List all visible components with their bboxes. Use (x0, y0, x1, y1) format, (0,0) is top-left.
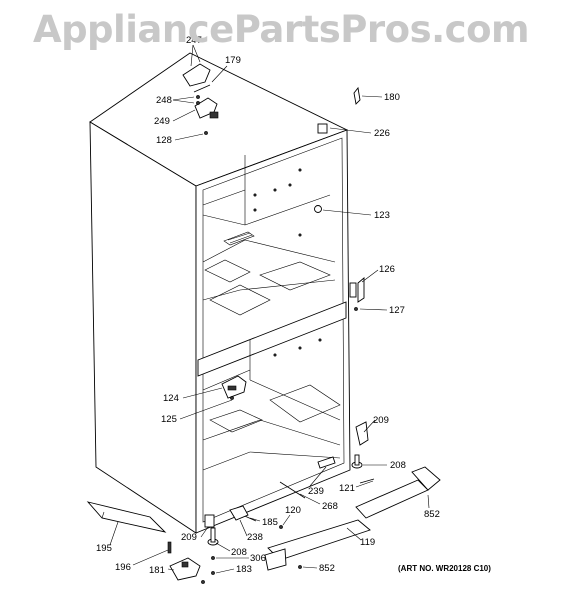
top-hinge-assembly (182, 63, 365, 400)
callout-209-left: 209 (181, 532, 197, 543)
callout-128: 128 (156, 135, 172, 146)
callout-306: 306 (250, 553, 266, 564)
vent-grille (223, 231, 255, 246)
callout-852-left: 852 (319, 563, 335, 574)
callout-209-right: 209 (373, 415, 389, 426)
callout-124: 124 (163, 393, 179, 404)
callout-123: 123 (374, 210, 390, 221)
callout-127: 127 (389, 305, 405, 316)
callout-208-left: 208 (231, 547, 247, 558)
callout-249: 249 (154, 116, 170, 127)
callout-126: 126 (379, 264, 395, 275)
callout-195: 195 (96, 543, 112, 554)
callout-248: 248 (156, 95, 172, 106)
callout-119: 119 (360, 537, 375, 548)
callout-852-right: 852 (424, 509, 440, 520)
callout-208-right: 208 (390, 460, 406, 471)
leader-lines (109, 44, 430, 574)
bottom-hardware (86, 421, 441, 584)
callout-125: 125 (161, 414, 177, 425)
callout-268: 268 (322, 501, 338, 512)
callout-181: 181 (149, 565, 165, 576)
callout-238: 238 (247, 532, 263, 543)
callout-121: 121 (339, 483, 355, 494)
callout-239: 239 (308, 486, 324, 497)
callout-183: 183 (236, 564, 252, 575)
callout-179: 179 (225, 55, 241, 66)
callout-180: 180 (384, 92, 400, 103)
cabinet-outline (89, 52, 357, 534)
callout-120: 120 (285, 505, 301, 516)
callout-185: 185 (262, 517, 278, 528)
callout-226: 226 (374, 128, 390, 139)
callout-247: 247 (186, 35, 202, 46)
callout-196: 196 (115, 562, 131, 573)
art-number: (ART NO. WR20128 C10) (398, 564, 491, 573)
callout-labels: 247 179 248 249 128 180 226 123 126 127 … (96, 35, 440, 576)
